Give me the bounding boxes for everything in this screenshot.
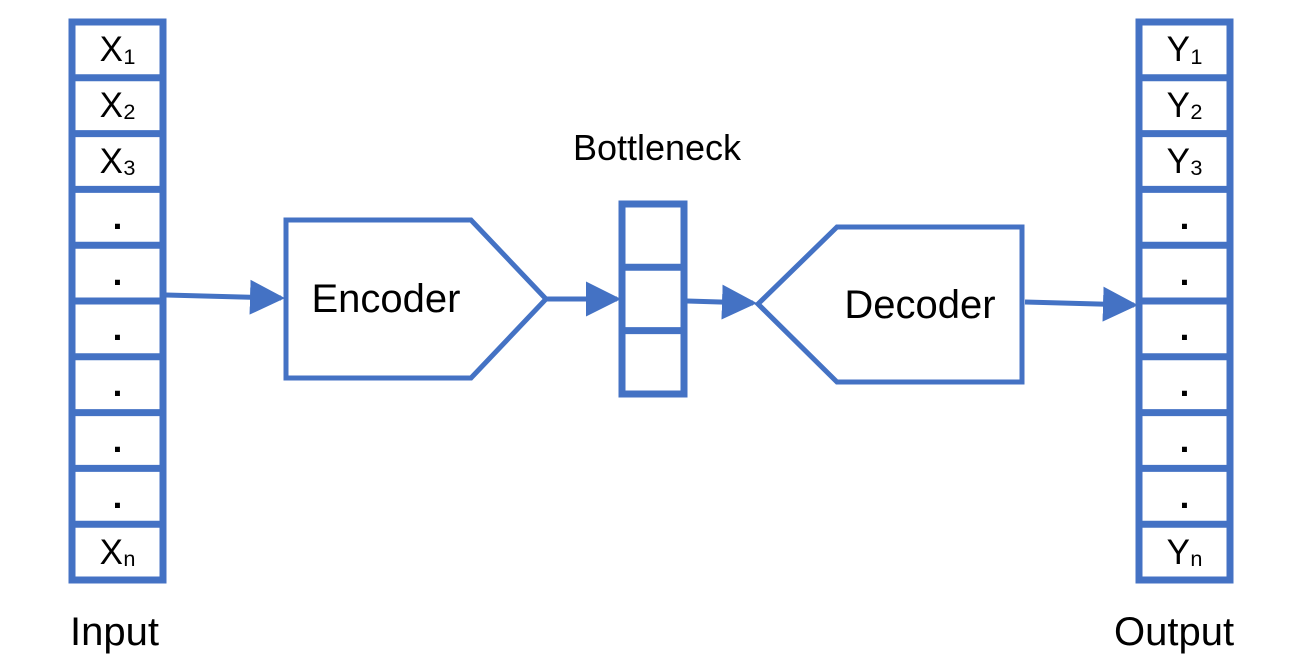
arrow-input-to-encoder <box>165 279 285 315</box>
encoder-label: Encoder <box>311 277 461 321</box>
arrow-decoder-to-output <box>1024 286 1138 322</box>
decoder-label: Decoder <box>844 283 996 327</box>
output-caption: Output <box>1114 610 1235 654</box>
input-caption: Input <box>70 610 159 654</box>
input-vector <box>68 18 167 584</box>
bottleneck-vector <box>618 200 688 398</box>
output-vector <box>1135 18 1234 584</box>
encoder-shape <box>283 217 550 381</box>
bottleneck-title: Bottleneck <box>572 127 742 168</box>
arrow-bottleneck-to-decoder <box>686 284 757 320</box>
decoder-shape <box>754 224 1025 385</box>
